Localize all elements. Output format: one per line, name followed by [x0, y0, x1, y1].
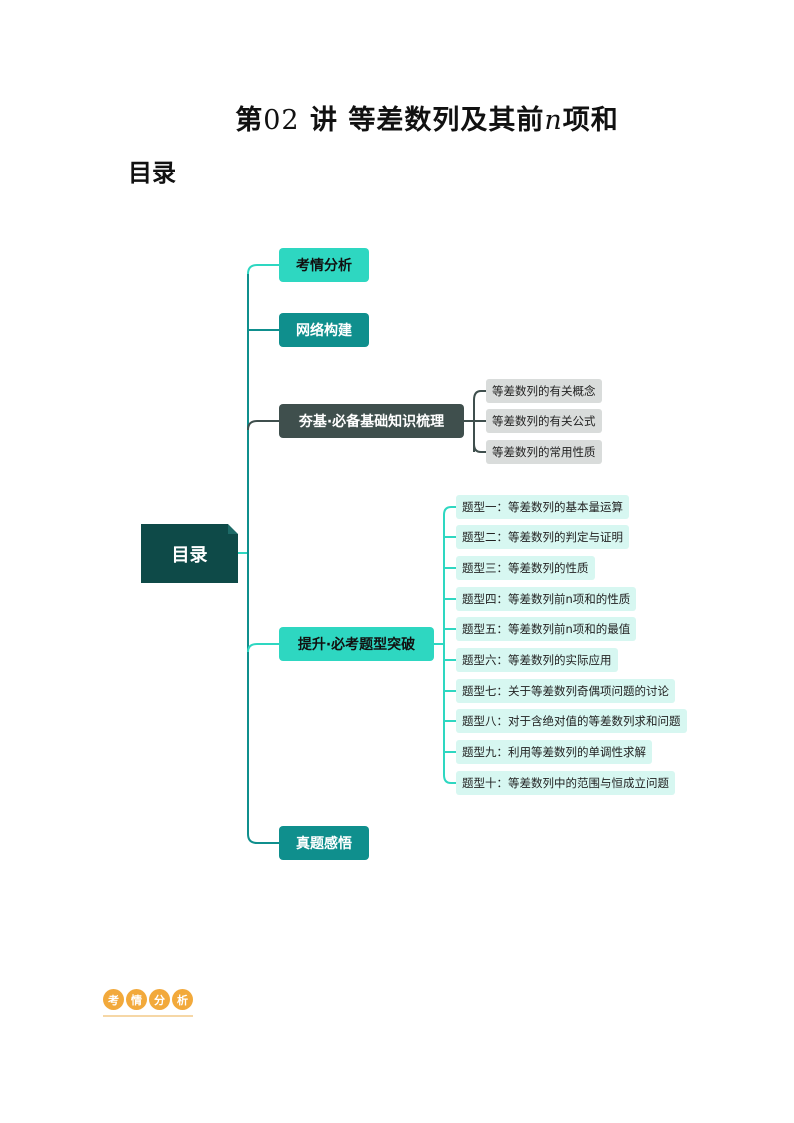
branch-past-exams[interactable]: 真题感悟 — [279, 826, 369, 860]
question-type-item[interactable]: 题型五：等差数列前n项和的最值 — [456, 617, 637, 641]
toc-heading: 目录 — [128, 159, 176, 187]
exam-analysis-badge: 考 情 分 析 — [103, 989, 193, 1010]
branch-network-construction[interactable]: 网络构建 — [279, 313, 369, 347]
branch-basic-knowledge[interactable]: 夯基·必备基础知识梳理 — [279, 404, 464, 438]
corner-fold-icon — [228, 524, 238, 534]
badge-char: 情 — [126, 989, 147, 1010]
badge-char: 析 — [172, 989, 193, 1010]
branch-exam-analysis[interactable]: 考情分析 — [279, 248, 369, 282]
question-type-item[interactable]: 题型十：等差数列中的范围与恒成立问题 — [456, 771, 675, 795]
question-type-item[interactable]: 题型七：关于等差数列奇偶项问题的讨论 — [456, 679, 675, 703]
question-type-item[interactable]: 题型一：等差数列的基本量运算 — [456, 495, 629, 519]
badge-char: 考 — [103, 989, 124, 1010]
question-type-item[interactable]: 题型三：等差数列的性质 — [456, 556, 595, 580]
knowledge-item[interactable]: 等差数列的常用性质 — [486, 440, 602, 464]
question-type-item[interactable]: 题型二：等差数列的判定与证明 — [456, 525, 629, 549]
knowledge-item[interactable]: 等差数列的有关概念 — [486, 379, 602, 403]
mindmap-root: 目录 — [141, 524, 238, 583]
knowledge-item[interactable]: 等差数列的有关公式 — [486, 409, 602, 433]
question-type-item[interactable]: 题型八：对于含绝对值的等差数列求和问题 — [456, 709, 687, 733]
badge-char: 分 — [149, 989, 170, 1010]
branch-question-types[interactable]: 提升·必考题型突破 — [279, 627, 434, 661]
question-type-item[interactable]: 题型九：利用等差数列的单调性求解 — [456, 740, 652, 764]
question-type-item[interactable]: 题型四：等差数列前n项和的性质 — [456, 587, 637, 611]
badge-underline — [103, 1015, 193, 1017]
page-title: 第02 讲 等差数列及其前n项和 — [235, 105, 619, 136]
question-type-item[interactable]: 题型六：等差数列的实际应用 — [456, 648, 618, 672]
